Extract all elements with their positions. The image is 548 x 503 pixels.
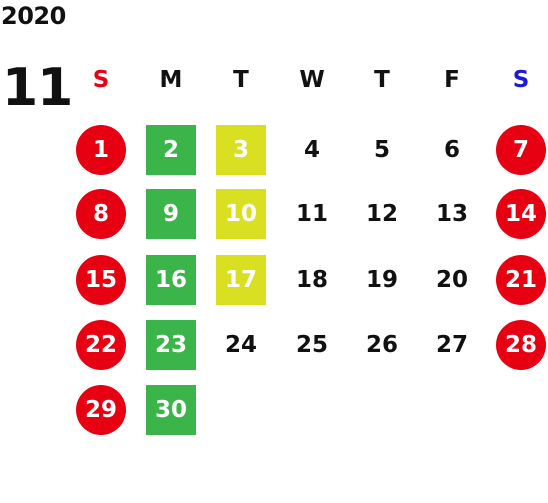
calendar-day[interactable]: 4 (303, 137, 320, 163)
calendar-day[interactable]: 28 (496, 320, 546, 370)
weekday-header: S (512, 67, 530, 93)
weekday-header: F (444, 67, 460, 93)
calendar-day[interactable]: 10 (216, 189, 266, 239)
calendar-day[interactable]: 12 (365, 201, 398, 227)
calendar-day[interactable]: 22 (76, 320, 126, 370)
calendar-day[interactable]: 15 (76, 255, 126, 305)
weekday-header: S (92, 67, 110, 93)
month-number: 11 (2, 58, 73, 118)
weekday-header: W (299, 67, 325, 93)
calendar-day[interactable]: 30 (146, 385, 196, 435)
calendar-day[interactable]: 21 (496, 255, 546, 305)
calendar-day[interactable]: 25 (295, 332, 328, 358)
calendar-day[interactable]: 3 (216, 125, 266, 175)
calendar-day[interactable]: 17 (216, 255, 266, 305)
year-label: 2020 (1, 2, 66, 30)
calendar-day[interactable]: 7 (496, 125, 546, 175)
calendar-day[interactable]: 18 (295, 267, 328, 293)
calendar-day[interactable]: 1 (76, 125, 126, 175)
calendar-day[interactable]: 19 (365, 267, 398, 293)
calendar-day[interactable]: 5 (373, 137, 390, 163)
calendar-day[interactable]: 16 (146, 255, 196, 305)
calendar-day[interactable]: 23 (146, 320, 196, 370)
calendar-day[interactable]: 20 (435, 267, 468, 293)
calendar-day[interactable]: 11 (295, 201, 328, 227)
calendar-day[interactable]: 26 (365, 332, 398, 358)
calendar-day[interactable]: 24 (224, 332, 257, 358)
weekday-header: T (374, 67, 390, 93)
calendar-day[interactable]: 2 (146, 125, 196, 175)
calendar-day[interactable]: 9 (146, 189, 196, 239)
weekday-header: M (159, 67, 183, 93)
calendar-day[interactable]: 6 (443, 137, 460, 163)
weekday-header: T (233, 67, 249, 93)
calendar-day[interactable]: 14 (496, 189, 546, 239)
calendar-day[interactable]: 13 (435, 201, 468, 227)
calendar-day[interactable]: 27 (435, 332, 468, 358)
calendar-day[interactable]: 8 (76, 189, 126, 239)
calendar-day[interactable]: 29 (76, 385, 126, 435)
